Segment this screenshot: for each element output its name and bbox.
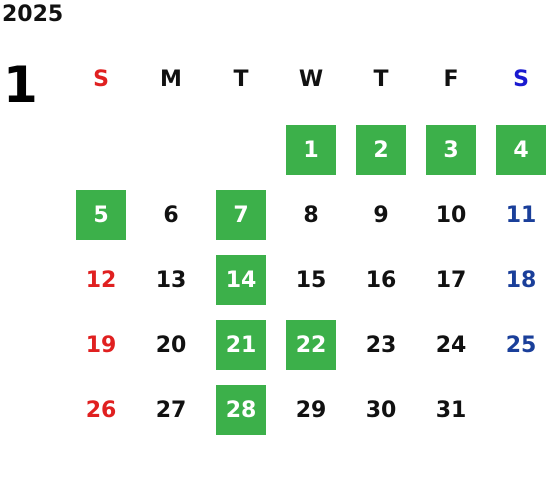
day-number[interactable]: 16 [365,267,397,293]
day-number[interactable]: 17 [435,267,467,293]
day-number[interactable]: 8 [303,202,319,228]
calendar-cell: 17 [416,255,486,320]
highlighted-day[interactable]: 4 [496,125,546,175]
day-number[interactable]: 24 [435,332,467,358]
calendar-cell: 11 [486,190,548,255]
highlighted-day[interactable]: 28 [216,385,266,435]
highlighted-day[interactable]: 7 [216,190,266,240]
calendar-cell: 21 [206,320,276,385]
calendar-cell: 13 [136,255,206,320]
calendar-cell: 16 [346,255,416,320]
calendar-cell: 7 [206,190,276,255]
highlighted-day[interactable]: 3 [426,125,476,175]
calendar-cell: 27 [136,385,206,450]
day-number[interactable]: 18 [505,267,537,293]
day-number[interactable]: 25 [505,332,537,358]
calendar-cell: 30 [346,385,416,450]
weekday-label: F [443,67,459,92]
highlighted-day[interactable]: 1 [286,125,336,175]
calendar-cell: 1 [276,125,346,190]
day-number[interactable]: 19 [85,332,117,358]
day-number[interactable]: 23 [365,332,397,358]
calendar-cell: 6 [136,190,206,255]
calendar-cell: 19 [66,320,136,385]
calendar-cell [136,125,206,190]
calendar-cell: 12 [66,255,136,320]
calendar-cell: 26 [66,385,136,450]
day-number[interactable]: 12 [85,267,117,293]
highlighted-day[interactable]: 14 [216,255,266,305]
highlighted-day[interactable]: 21 [216,320,266,370]
calendar-cell: 9 [346,190,416,255]
calendar-cell: 25 [486,320,548,385]
day-number[interactable]: 27 [155,397,187,423]
highlighted-day[interactable]: 5 [76,190,126,240]
calendar-cell: 28 [206,385,276,450]
weekday-label: T [233,67,249,92]
day-number[interactable]: 11 [505,202,537,228]
day-number[interactable]: 30 [365,397,397,423]
calendar-cell: 3 [416,125,486,190]
calendar-cell: 4 [486,125,548,190]
calendar-cell [66,125,136,190]
day-number[interactable]: 20 [155,332,187,358]
day-number[interactable]: 15 [295,267,327,293]
calendar-cell: 20 [136,320,206,385]
calendar-cell: 18 [486,255,548,320]
day-number[interactable]: 29 [295,397,327,423]
calendar-cell: 31 [416,385,486,450]
calendar-cell: 29 [276,385,346,450]
calendar-cell: 8 [276,190,346,255]
weekday-label: S [93,67,109,92]
calendar-cell [206,125,276,190]
weekday-label: S [513,67,529,92]
weekday-label: M [160,67,182,92]
calendar-cell [486,385,548,450]
calendar-cell: 24 [416,320,486,385]
day-number[interactable]: 9 [373,202,389,228]
calendar-cell: 15 [276,255,346,320]
calendar-cell: 14 [206,255,276,320]
calendar-cell: 23 [346,320,416,385]
highlighted-day[interactable]: 22 [286,320,336,370]
calendar-cell: 22 [276,320,346,385]
day-number[interactable]: 31 [435,397,467,423]
day-number[interactable]: 13 [155,267,187,293]
day-number[interactable]: 26 [85,397,117,423]
calendar-cell: 2 [346,125,416,190]
year-label: 2025 [2,2,64,27]
calendar-cell: 10 [416,190,486,255]
highlighted-day[interactable]: 2 [356,125,406,175]
calendar-cell: 5 [66,190,136,255]
weekday-label: T [373,67,389,92]
day-number[interactable]: 6 [163,202,179,228]
weekday-label: W [298,67,324,92]
day-number[interactable]: 10 [435,202,467,228]
month-label: 1 [3,56,38,114]
